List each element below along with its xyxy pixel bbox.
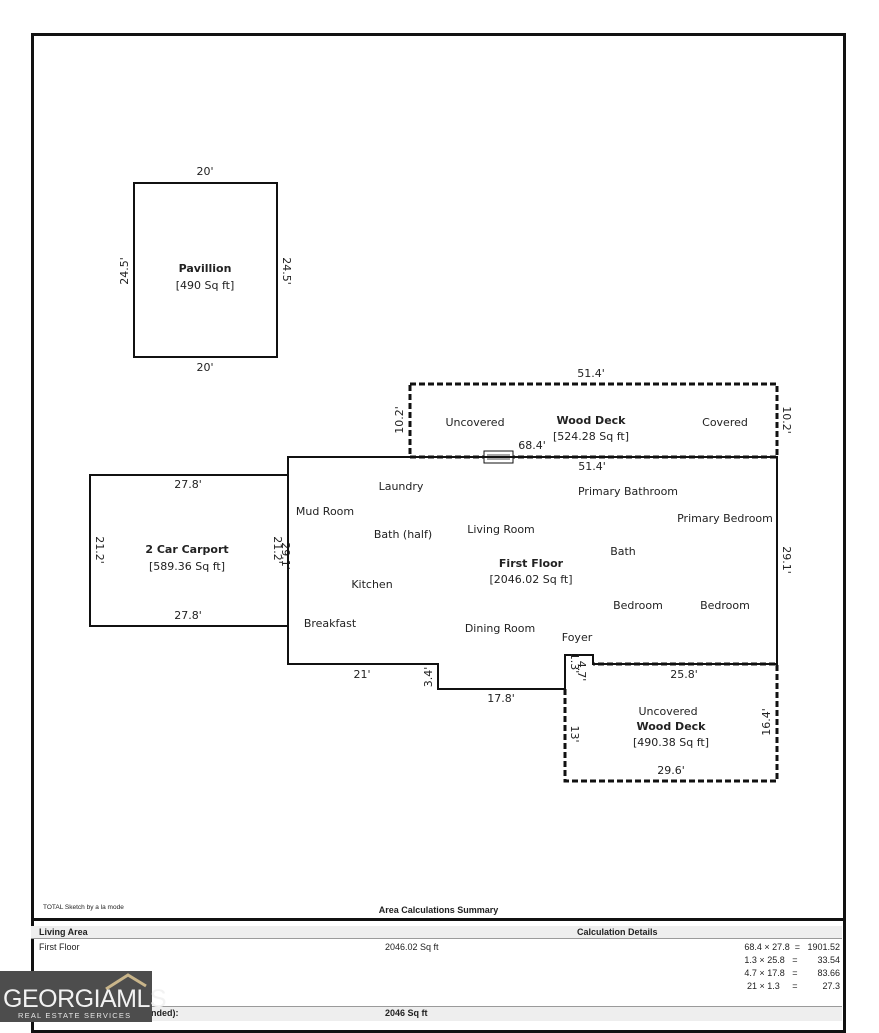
row-label: First Floor [39, 942, 80, 952]
first-floor-name: First Floor [499, 557, 564, 570]
deck-lower-uncovered: Uncovered [638, 705, 697, 718]
deck-upper-dim-top: 51.4' [577, 367, 605, 380]
pavillion-dim-right: 24.5' [280, 257, 293, 285]
carport-name: 2 Car Carport [145, 543, 228, 556]
floor-plan: Pavillion [490 Sq ft] 20' 20' 24.5' 24.5… [89, 165, 793, 783]
room-bedroom: Bedroom [613, 599, 663, 612]
room-kitchen: Kitchen [351, 578, 392, 591]
logo-subtitle: REAL ESTATE SERVICES [18, 1011, 132, 1020]
room-primary-bedroom: Primary Bedroom [677, 512, 773, 525]
room-mud-room: Mud Room [296, 505, 354, 518]
deck-upper-dim-right: 10.2' [780, 406, 793, 434]
sketch-frame [31, 33, 846, 1033]
pavillion: Pavillion [490 Sq ft] 20' 20' 24.5' 24.5… [118, 165, 293, 374]
deck-lower-name: Wood Deck [637, 720, 707, 733]
deck-lower-dim-left: 13' [568, 725, 581, 742]
house-roof-icon [105, 973, 147, 991]
calc-row: 1.3 × 25.8 = 33.54 [744, 955, 840, 965]
summary-title: Area Calculations Summary [378, 905, 499, 915]
first-floor: First Floor [2046.02 Sq ft] 51.4' 29.1' … [287, 456, 793, 705]
room-living-room: Living Room [467, 523, 535, 536]
deck-lower: Uncovered Wood Deck [490.38 Sq ft] 13' 1… [563, 662, 779, 783]
header-living-area: Living Area [39, 927, 88, 937]
floor-dim-left: 29.1' [279, 542, 292, 570]
first-floor-area: [2046.02 Sq ft] [489, 573, 572, 586]
carport-dim-bottom: 27.8' [174, 609, 202, 622]
pavillion-dim-top: 20' [196, 165, 213, 178]
room-dining-room: Dining Room [465, 622, 535, 635]
pavillion-area: [490 Sq ft] [176, 279, 235, 292]
deck-upper: Wood Deck [524.28 Sq ft] Uncovered Cover… [393, 367, 793, 464]
deck-upper-dim-left: 10.2' [393, 406, 406, 434]
summary-total: nded): 2046 Sq ft [31, 1006, 842, 1021]
floor-dim-bottom-left: 21' [353, 668, 370, 681]
floor-dim-right: 29.1' [780, 546, 793, 574]
room-foyer: Foyer [562, 631, 593, 644]
room-bedroom: Bedroom [700, 599, 750, 612]
logo-name: GEORGIAMLS [3, 985, 167, 1013]
georgia-mls-logo: GEORGIAMLS REAL ESTATE SERVICES [0, 971, 167, 1022]
deck-upper-covered: Covered [702, 416, 748, 429]
deck-upper-area: [524.28 Sq ft] [553, 430, 629, 443]
summary-header: Living Area Calculation Details [31, 926, 842, 939]
floor-dim-notch-a: 1.3' [568, 653, 581, 674]
calc-row: 21 × 1.3 = 27.3 [746, 981, 840, 991]
carport-dim-top: 27.8' [174, 478, 202, 491]
calc-row: 4.7 × 17.8 = 83.66 [744, 968, 840, 978]
deck-lower-dim-right: 16.4' [760, 708, 773, 736]
row-value: 2046.02 Sq ft [385, 942, 439, 952]
floor-dim-bottom-right: 25.8' [670, 668, 698, 681]
deck-upper-uncovered: Uncovered [445, 416, 504, 429]
pavillion-dim-bottom: 20' [196, 361, 213, 374]
room-bath: Bath [610, 545, 636, 558]
total-value: 2046 Sq ft [385, 1008, 428, 1018]
total-label: nded): [151, 1008, 179, 1018]
carport-dim-left: 21.2' [93, 536, 106, 564]
deck-lower-area: [490.38 Sq ft] [633, 736, 709, 749]
header-calculation-details: Calculation Details [577, 927, 658, 937]
pavillion-name: Pavillion [179, 262, 232, 275]
carport: 2 Car Carport [589.36 Sq ft] 27.8' 27.8'… [89, 474, 292, 627]
floor-dim-bottom-mid: 17.8' [487, 692, 515, 705]
carport-dim-right: 21.2' [271, 536, 284, 564]
floor-dim-step: 3.4' [422, 667, 435, 688]
calc-row: 68.4 × 27.8 = 1901.52 [744, 942, 840, 952]
room-primary-bathroom: Primary Bathroom [578, 485, 678, 498]
room-bath-half: Bath (half) [374, 528, 432, 541]
floor-dim-top: 51.4' [578, 460, 606, 473]
carport-area: [589.36 Sq ft] [149, 560, 225, 573]
room-breakfast: Breakfast [304, 617, 357, 630]
pavillion-dim-left: 24.5' [118, 257, 131, 285]
floor-dim-notch-b: 4.7' [575, 661, 588, 682]
room-laundry: Laundry [379, 480, 424, 493]
deck-lower-dim-bottom: 29.6' [657, 764, 685, 777]
deck-upper-name: Wood Deck [557, 414, 627, 427]
area-summary-table: Living Area Calculation Details First Fl… [31, 918, 846, 1031]
deck-upper-dim-inner: 68.4' [518, 439, 546, 452]
sketch-credit: TOTAL Sketch by a la mode [43, 904, 124, 911]
